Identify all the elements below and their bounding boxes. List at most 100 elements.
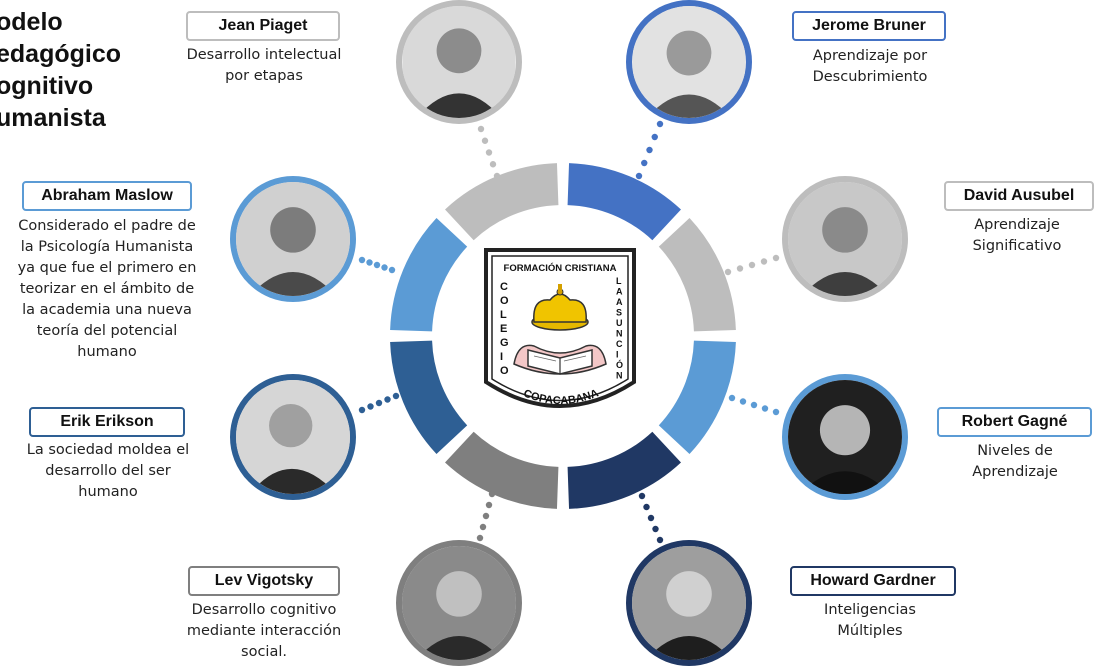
desc-line: Desarrollo cognitivo bbox=[191, 602, 337, 618]
name-jean-piaget: Jean Piaget bbox=[186, 11, 340, 41]
portrait-howard-gardner bbox=[626, 540, 752, 666]
ring-segment-erikson bbox=[390, 340, 468, 454]
connector-dot-ausubel bbox=[760, 258, 768, 265]
portrait-erik-erikson bbox=[230, 374, 356, 500]
connector-dot-vigotsky bbox=[485, 501, 493, 509]
desc-line: Aprendizaje por bbox=[812, 48, 928, 64]
ring-segment-gardner bbox=[567, 431, 681, 509]
desc-robert-gagne: Niveles de Aprendizaje bbox=[940, 441, 1090, 483]
connector-dot-piaget bbox=[485, 149, 493, 156]
connector-dot-maslow bbox=[388, 266, 396, 274]
connector-dot-bruner bbox=[635, 172, 643, 180]
desc-line: Niveles de bbox=[977, 443, 1053, 459]
connector-dot-maslow bbox=[373, 261, 381, 269]
desc-line: humano bbox=[77, 344, 137, 360]
name-howard-gardner: Howard Gardner bbox=[790, 566, 956, 596]
desc-line: Aprendizaje bbox=[972, 464, 1058, 480]
desc-line: desarrollo del ser bbox=[45, 463, 171, 479]
connector-dot-erikson bbox=[367, 403, 374, 410]
ring-segment-maslow bbox=[390, 218, 468, 332]
connector-dot-gardner bbox=[647, 514, 655, 522]
portrait-david-ausubel bbox=[782, 176, 908, 302]
connector-dot-gardner bbox=[652, 525, 659, 533]
desc-line: teorizar en el ámbito de bbox=[19, 281, 195, 297]
connector-dot-gagne bbox=[739, 398, 747, 405]
connector-dot-piaget bbox=[477, 125, 485, 133]
ring-segment-vigotsky bbox=[445, 431, 559, 509]
portrait-jerome-bruner bbox=[626, 0, 752, 124]
desc-line: Significativo bbox=[972, 238, 1062, 254]
title-line: ognitivo bbox=[0, 72, 94, 100]
connector-dot-gardner bbox=[638, 492, 646, 500]
connector-dot-vigotsky bbox=[482, 512, 490, 520]
crown-icon bbox=[531, 284, 589, 331]
connector-dot-gagne bbox=[772, 408, 780, 416]
desc-line: teoría del potencial bbox=[36, 323, 178, 339]
connector-dot-vigotsky bbox=[488, 490, 496, 498]
title-line: edagógico bbox=[0, 40, 122, 68]
desc-lev-vigotsky: Desarrollo cognitivo mediante interacció… bbox=[164, 600, 364, 663]
connector-dot-erikson bbox=[375, 399, 383, 407]
desc-line: la Psicología Humanista bbox=[20, 239, 194, 255]
connector-dot-gagne bbox=[750, 401, 758, 409]
desc-line: Descubrimiento bbox=[812, 69, 928, 85]
title-line: umanista bbox=[0, 104, 106, 132]
desc-jerome-bruner: Aprendizaje por Descubrimiento bbox=[772, 46, 968, 88]
connector-dot-gagne bbox=[728, 394, 736, 402]
desc-line: Desarrollo intelectual bbox=[186, 47, 342, 63]
connector-dot-bruner bbox=[641, 159, 648, 167]
desc-erik-erikson: La sociedad moldea el desarrollo del ser… bbox=[10, 440, 206, 503]
connector-dot-gagne bbox=[761, 405, 769, 412]
connector-dot-piaget bbox=[493, 172, 501, 180]
diagram-title: odelo edagógico ognitivo umanista bbox=[0, 6, 121, 134]
portrait-robert-gagne bbox=[782, 374, 908, 500]
connector-dot-piaget bbox=[489, 161, 497, 168]
desc-line: social. bbox=[241, 644, 287, 660]
desc-line: humano bbox=[78, 484, 138, 500]
ring-segment-ausubel bbox=[658, 218, 736, 332]
portrait-jean-piaget bbox=[396, 0, 522, 124]
connector-dot-maslow bbox=[366, 259, 373, 266]
name-lev-vigotsky: Lev Vigotsky bbox=[188, 566, 340, 596]
desc-line: Inteligencias bbox=[824, 602, 916, 618]
portrait-lev-vigotsky bbox=[396, 540, 522, 666]
desc-line: por etapas bbox=[225, 68, 303, 84]
connector-dot-bruner bbox=[656, 120, 664, 128]
desc-line: mediante interacción bbox=[186, 623, 342, 639]
connector-dot-bruner bbox=[646, 146, 653, 154]
desc-line: Aprendizaje bbox=[974, 217, 1060, 233]
connector-dot-ausubel bbox=[748, 261, 756, 269]
connector-dot-gardner bbox=[643, 503, 650, 511]
name-david-ausubel: David Ausubel bbox=[944, 181, 1094, 211]
desc-line: Múltiples bbox=[837, 623, 903, 639]
desc-line: Considerado el padre de bbox=[18, 218, 196, 234]
desc-line: La sociedad moldea el bbox=[26, 442, 190, 458]
title-line: odelo bbox=[0, 8, 63, 36]
connector-dot-bruner bbox=[651, 133, 658, 141]
desc-abraham-maslow: Considerado el padre de la Psicología Hu… bbox=[0, 216, 214, 363]
desc-line: ya que fue el primero en bbox=[17, 260, 197, 276]
name-abraham-maslow: Abraham Maslow bbox=[22, 181, 192, 211]
ring-segment-bruner bbox=[567, 163, 681, 241]
desc-david-ausubel: Aprendizaje Significativo bbox=[940, 215, 1094, 257]
connector-dot-erikson bbox=[358, 406, 366, 414]
connector-dot-ausubel bbox=[736, 265, 744, 272]
book-hands-icon bbox=[513, 344, 607, 375]
connector-dot-vigotsky bbox=[479, 523, 487, 531]
connector-dot-piaget bbox=[481, 137, 489, 144]
connector-dot-ausubel bbox=[724, 268, 732, 276]
desc-line: la academia una nueva bbox=[22, 302, 192, 318]
ring-segment-piaget bbox=[445, 163, 559, 241]
connector-dot-erikson bbox=[384, 396, 391, 403]
connector-dot-gardner bbox=[656, 536, 664, 544]
connector-dot-maslow bbox=[381, 264, 388, 271]
name-erik-erikson: Erik Erikson bbox=[29, 407, 185, 437]
name-robert-gagne: Robert Gagné bbox=[937, 407, 1092, 437]
name-jerome-bruner: Jerome Bruner bbox=[792, 11, 946, 41]
portrait-abraham-maslow bbox=[230, 176, 356, 302]
connector-dot-ausubel bbox=[772, 254, 780, 262]
